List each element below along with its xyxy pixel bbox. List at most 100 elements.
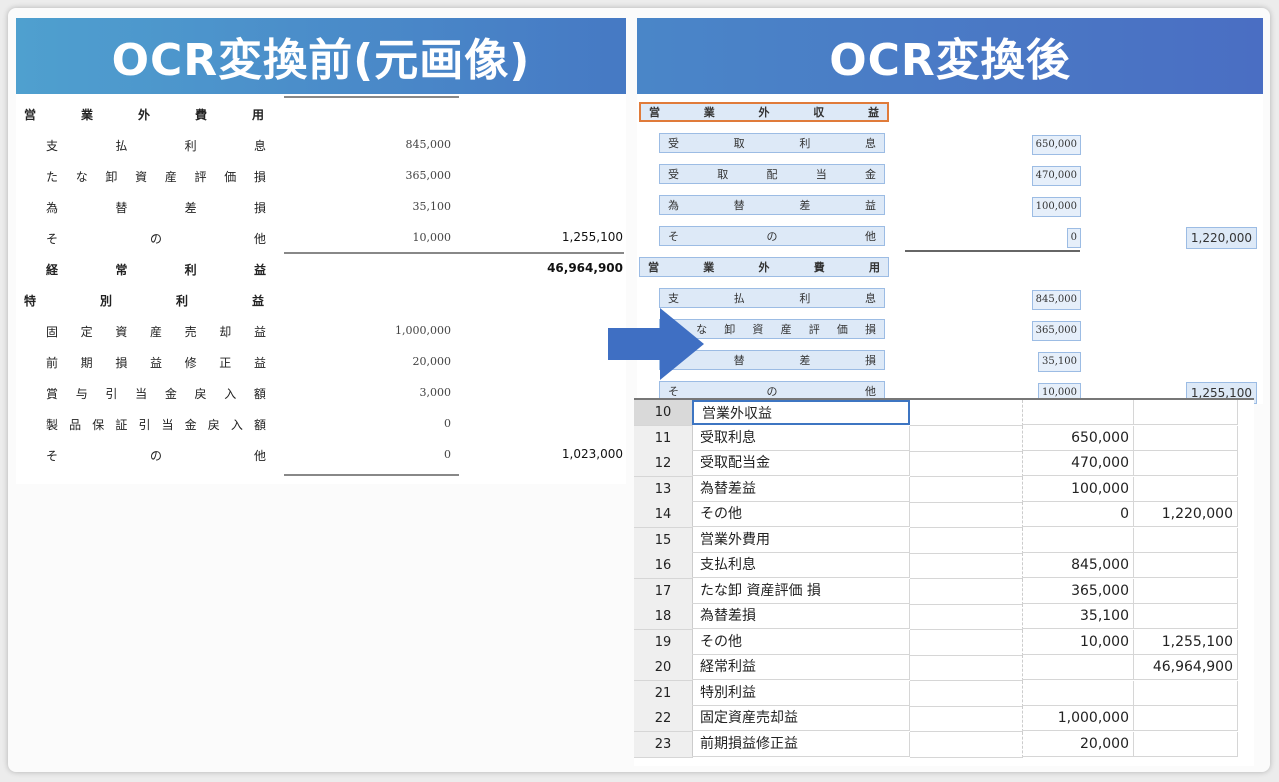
cell-total[interactable] [1134, 425, 1238, 451]
cell-amount[interactable]: 35,100 [1022, 604, 1134, 629]
cell-amount[interactable]: 0 [1022, 502, 1134, 527]
cell-amount[interactable] [1022, 655, 1134, 680]
cell-empty[interactable] [910, 655, 1023, 681]
cell-total[interactable] [1134, 476, 1238, 502]
cell-empty[interactable] [910, 451, 1023, 477]
ocr-row[interactable]: 為替差益 100,000 [637, 191, 1263, 221]
cell-total[interactable] [1134, 400, 1238, 425]
original-row-label: たな卸資産評価損 [46, 168, 266, 185]
ocr-value-box[interactable]: 365,000 [1031, 321, 1081, 341]
ocr-row[interactable]: 営業外収益 [637, 98, 1263, 128]
ocr-value-box[interactable]: 35,100 [1038, 352, 1081, 372]
cell-total[interactable]: 1,220,000 [1134, 502, 1238, 527]
cell-total[interactable] [1134, 706, 1238, 731]
cell-amount[interactable] [1022, 527, 1134, 553]
cell-total[interactable] [1134, 680, 1238, 706]
cell-empty[interactable] [910, 527, 1023, 554]
ocr-value-box[interactable]: 845,000 [1031, 290, 1081, 310]
ocr-label-box[interactable]: 営業外収益 [639, 102, 889, 122]
ocr-value-box[interactable]: 100,000 [1031, 197, 1081, 217]
cell-total[interactable] [1134, 578, 1238, 604]
cell-label[interactable]: 営業外費用 [692, 527, 910, 553]
ocr-row[interactable]: 営業外費用 [637, 253, 1263, 283]
cell-label[interactable]: 固定資産売却益 [692, 706, 910, 731]
cell-label[interactable]: 為替差益 [692, 476, 910, 502]
ocr-row[interactable]: 支払利息 845,000 [637, 284, 1263, 314]
cell-amount[interactable] [1022, 680, 1134, 706]
cell-empty[interactable] [910, 400, 1023, 426]
cell-empty[interactable] [910, 425, 1023, 452]
ocr-label-box[interactable]: 営業外費用 [639, 257, 889, 277]
ocr-row[interactable]: 受取利息 650,000 [637, 129, 1263, 159]
ocr-row[interactable]: 受取配当金 470,000 [637, 160, 1263, 190]
cell-empty[interactable] [910, 731, 1023, 758]
cell-label[interactable]: 特別利益 [692, 680, 910, 706]
cell-total[interactable] [1134, 553, 1238, 578]
cell-label[interactable]: 受取利息 [692, 425, 910, 451]
cell-label[interactable]: 支払利息 [692, 553, 910, 578]
cell-label[interactable]: その他 [692, 502, 910, 527]
ocr-value-box[interactable]: 650,000 [1031, 135, 1081, 155]
cell-empty[interactable] [910, 476, 1023, 503]
ocr-label-box[interactable]: 受取利息 [659, 133, 885, 153]
cell-total[interactable] [1134, 451, 1238, 476]
cell-empty[interactable] [910, 502, 1023, 528]
cell-empty[interactable] [910, 604, 1023, 630]
cell-amount[interactable]: 20,000 [1022, 731, 1134, 757]
cell-label[interactable]: たな卸 資産評価 損 [692, 578, 910, 604]
cell-empty[interactable] [910, 578, 1023, 605]
cell-label[interactable]: 営業外収益 [692, 400, 910, 425]
cell-empty[interactable] [910, 706, 1023, 732]
label-char: 払 [733, 292, 745, 305]
ocr-label-box[interactable]: その他 [659, 381, 885, 401]
cell-total[interactable]: 46,964,900 [1134, 655, 1238, 680]
cell-label[interactable]: その他 [692, 629, 910, 655]
cell-amount[interactable]: 1,000,000 [1022, 706, 1134, 731]
cell-label[interactable]: 経常利益 [692, 655, 910, 680]
cell-empty[interactable] [910, 629, 1023, 656]
cell-total[interactable] [1134, 731, 1238, 757]
cell-amount[interactable]: 10,000 [1022, 629, 1134, 655]
cell-empty[interactable] [910, 680, 1023, 707]
ocr-row[interactable]: その他 0 1,220,000 [637, 222, 1263, 252]
ocr-label-box[interactable]: 支払利息 [659, 288, 885, 308]
cell-amount[interactable] [1022, 400, 1134, 425]
cell-label[interactable]: 受取配当金 [692, 451, 910, 476]
ocr-value-box[interactable]: 0 [1066, 228, 1081, 248]
cell-total[interactable]: 1,255,100 [1134, 629, 1238, 655]
cell-empty[interactable] [910, 553, 1023, 579]
ocr-value-box[interactable]: 470,000 [1031, 166, 1081, 186]
ocr-label-box[interactable]: 受取配当金 [659, 164, 885, 184]
cell-total[interactable] [1134, 527, 1238, 553]
cell-label[interactable]: 為替差損 [692, 604, 910, 629]
cell-amount[interactable]: 100,000 [1022, 476, 1134, 502]
cell-amount[interactable]: 470,000 [1022, 451, 1134, 476]
cell-label[interactable]: 前期損益修正益 [692, 731, 910, 757]
label-char: 収 [813, 106, 825, 119]
ocr-label-box[interactable]: 為替差益 [659, 195, 885, 215]
cell-amount[interactable]: 845,000 [1022, 553, 1134, 578]
cell-amount[interactable]: 365,000 [1022, 578, 1134, 604]
ocr-total-box[interactable]: 1,220,000 [1185, 227, 1257, 249]
label-char: 損 [253, 201, 266, 215]
ocr-label-box[interactable]: その他 [659, 226, 885, 246]
cell-total[interactable] [1134, 604, 1238, 629]
cell-amount[interactable]: 650,000 [1022, 425, 1134, 451]
